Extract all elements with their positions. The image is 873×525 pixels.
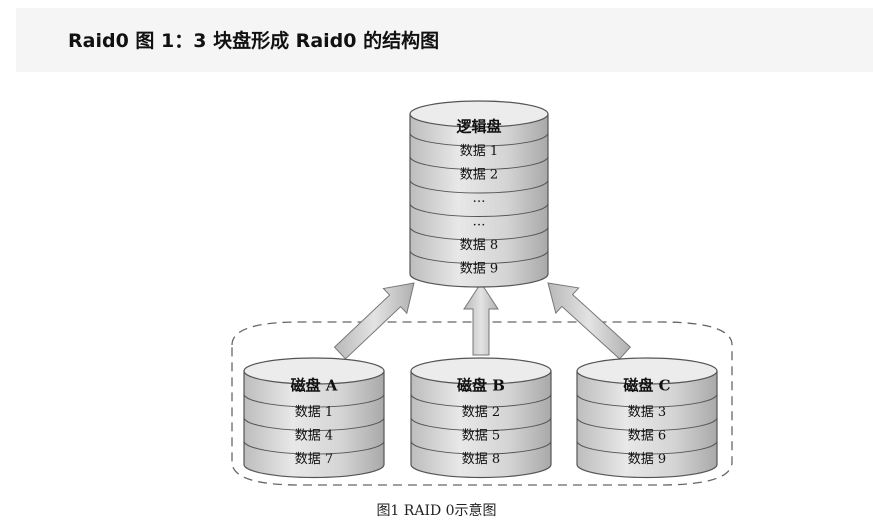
disk-a-top <box>243 357 385 385</box>
disk-a-body <box>243 370 385 479</box>
disk-a-divider <box>243 440 385 455</box>
disk-c-row: 数据 9 <box>628 452 666 467</box>
arrow-disk-a-to-logical <box>333 282 415 360</box>
logical-disk-divider <box>409 156 549 170</box>
logical-disk-row: 数据 9 <box>460 261 498 276</box>
disk-a-divider <box>243 393 385 408</box>
logical-disk-divider <box>409 250 549 264</box>
logical-disk-top <box>409 100 549 128</box>
disk-c-row: 数据 3 <box>628 405 666 420</box>
disk-group-boundary <box>231 321 733 486</box>
logical-disk-divider <box>409 226 549 241</box>
disk-b-row: 数据 2 <box>462 405 500 420</box>
logical-disk-row: … <box>473 214 486 229</box>
logical-disk-body <box>409 113 549 288</box>
logical-disk-label: 逻辑盘 <box>456 118 501 136</box>
disk-c: 磁盘 C 数据 3 数据 6 数据 9 <box>576 357 718 479</box>
disk-a: 磁盘 A 数据 1 数据 4 数据 7 <box>243 357 385 479</box>
logical-disk-divider <box>409 132 549 147</box>
arrows <box>333 282 632 360</box>
disk-c-body <box>576 370 718 479</box>
disk-b-row: 数据 8 <box>462 452 500 467</box>
figure-caption: 图1 RAID 0示意图 <box>376 503 497 519</box>
logical-disk-row: 数据 2 <box>460 167 498 182</box>
disk-a-label: 磁盘 A <box>291 377 338 395</box>
arrow-disk-c-to-logical <box>547 282 632 360</box>
disk-b-label: 磁盘 B <box>457 377 505 395</box>
disk-c-row: 数据 6 <box>628 428 666 443</box>
logical-disk-divider <box>409 179 549 194</box>
logical-disk-divider <box>409 203 549 217</box>
disk-a-row: 数据 7 <box>295 452 333 467</box>
page-title: Raid0 图 1：3 块盘形成 Raid0 的结构图 <box>68 30 440 52</box>
disk-c-divider <box>576 440 718 455</box>
page-header: Raid0 图 1：3 块盘形成 Raid0 的结构图 <box>16 8 873 72</box>
logical-disk-row: … <box>473 191 486 206</box>
disk-b-row: 数据 5 <box>462 428 500 443</box>
disk-b-divider <box>410 417 552 431</box>
disk-a-divider <box>243 417 385 431</box>
disk-a-row: 数据 1 <box>295 405 333 420</box>
disk-c-divider <box>576 417 718 431</box>
disk-b: 磁盘 B 数据 2 数据 5 数据 8 <box>410 357 552 479</box>
disk-b-body <box>410 370 552 479</box>
logical-disk-row: 数据 8 <box>460 238 498 253</box>
disk-b-top <box>410 357 552 385</box>
disk-b-divider <box>410 440 552 455</box>
disk-c-divider <box>576 393 718 408</box>
logical-disk-row: 数据 1 <box>460 144 498 159</box>
disk-c-label: 磁盘 C <box>623 377 670 395</box>
arrow-disk-b-to-logical <box>463 282 499 356</box>
disk-a-row: 数据 4 <box>295 428 333 443</box>
disk-b-divider <box>410 393 552 408</box>
disk-c-top <box>576 357 718 385</box>
